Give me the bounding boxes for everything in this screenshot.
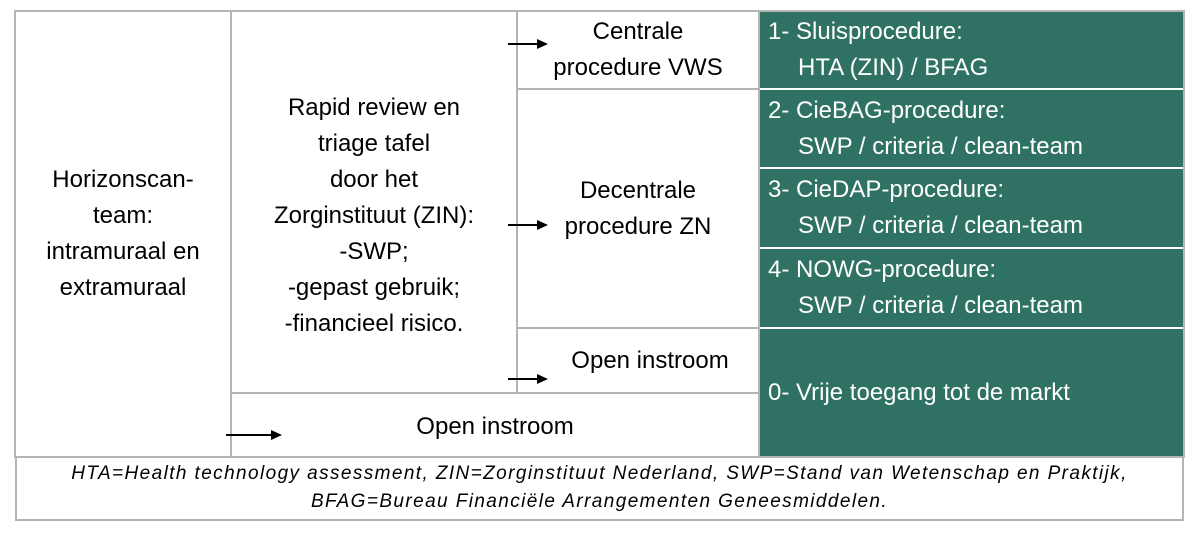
- arrow-icon-open-instroom-bottom: [226, 430, 282, 440]
- decentral-procedure-cell: Decentrale procedure ZN: [518, 90, 758, 327]
- arrow-icon-central: [508, 39, 548, 49]
- open-instroom-mid-label: Open instroom: [571, 346, 729, 374]
- central-procedure-label: Centrale procedure VWS: [553, 18, 723, 81]
- open-instroom-mid-cell: Open instroom: [518, 329, 758, 392]
- procedure-3-detail: SWP / criteria / clean-team: [798, 212, 1083, 239]
- procedure-4-cell: 4- NOWG-procedure: SWP / criteria / clea…: [760, 249, 1183, 327]
- open-instroom-bottom-label: Open instroom: [416, 413, 574, 440]
- procedure-1-title: 1- Sluisprocedure:: [768, 18, 963, 45]
- free-access-label: 0- Vrije toegang tot de markt: [768, 378, 1070, 406]
- procedure-2-title: 2- CieBAG-procedure:: [768, 96, 1006, 124]
- procedure-4-title: 4- NOWG-procedure:: [768, 256, 997, 283]
- procedure-1-cell: 1- Sluisprocedure: HTA (ZIN) / BFAG: [760, 12, 1183, 88]
- arrow-icon-open-instroom-mid: [508, 374, 548, 384]
- procedure-2-cell: 2- CieBAG-procedure: SWP / criteria / cl…: [760, 90, 1183, 167]
- footnote: HTA=Health technology assessment, ZIN=Zo…: [15, 457, 1184, 521]
- rapid-review-label: Rapid review en triage tafel door het Zo…: [273, 94, 475, 337]
- horizon-scan-team-cell: Horizonscan- team: intramuraal en extram…: [16, 12, 230, 456]
- central-procedure-cell: Centrale procedure VWS: [518, 12, 758, 88]
- procedure-3-title: 3- CieDAP-procedure:: [768, 176, 1005, 203]
- procedure-3-cell: 3- CieDAP-procedure: SWP / criteria / cl…: [760, 169, 1183, 247]
- rapid-review-cell: Rapid review en triage tafel door het Zo…: [232, 12, 516, 392]
- arrow-icon-decentral: [508, 220, 548, 230]
- decentral-procedure-label: Decentrale procedure ZN: [564, 176, 712, 240]
- procedure-1-detail: HTA (ZIN) / BFAG: [798, 54, 989, 81]
- procedure-4-detail: SWP / criteria / clean-team: [798, 292, 1083, 319]
- procedure-2-detail: SWP / criteria / clean-team: [798, 132, 1083, 160]
- open-instroom-bottom-cell: Open instroom: [232, 394, 758, 456]
- footnote-text: HTA=Health technology assessment, ZIN=Zo…: [71, 463, 1128, 512]
- free-access-cell: 0- Vrije toegang tot de markt: [760, 329, 1183, 456]
- horizon-scan-team-label: Horizonscan- team: intramuraal en extram…: [46, 166, 200, 301]
